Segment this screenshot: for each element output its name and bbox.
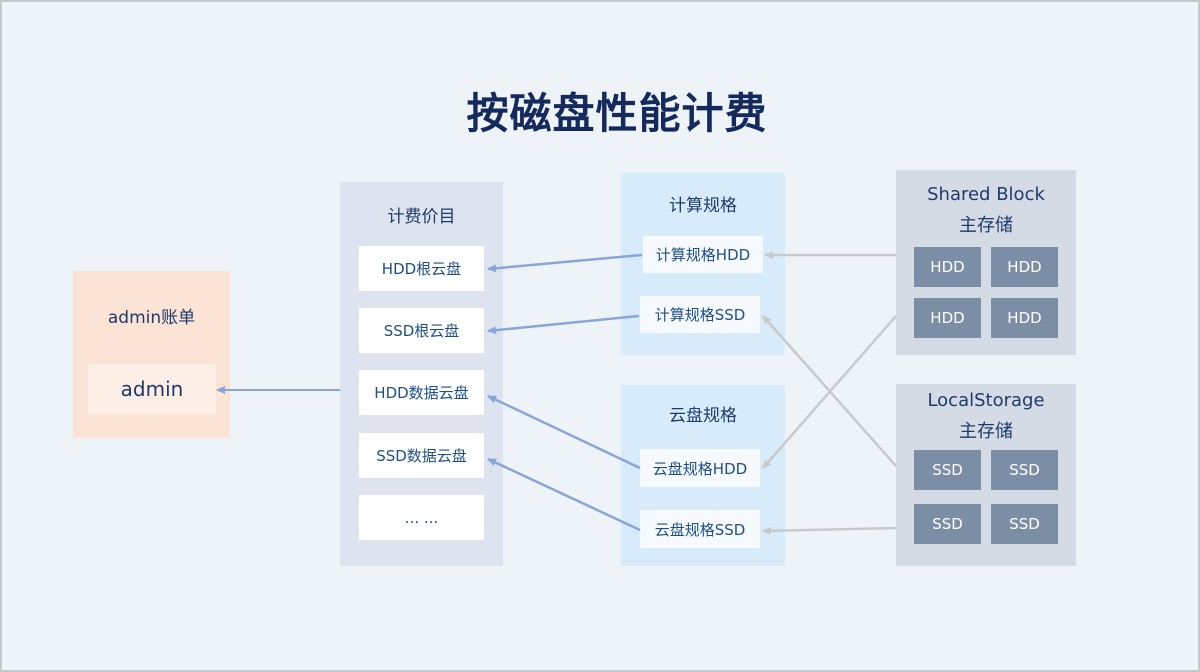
disk-offering-hdd: 云盘规格HDD bbox=[640, 449, 760, 487]
arrow-disk-hdd-to-hdd-data bbox=[487, 394, 641, 470]
page-title: 按磁盘性能计费 bbox=[466, 89, 768, 138]
price-items-panel: 计费价目 HDD根云盘 SSD根云盘 HDD数据云盘 SSD数据云盘 ... .… bbox=[340, 182, 503, 566]
ssd-tile: SSD bbox=[991, 450, 1058, 490]
bill-panel-title: admin账单 bbox=[107, 308, 196, 328]
bill-item-admin: admin bbox=[88, 364, 216, 414]
arrow-local-to-disk-ssd bbox=[762, 526, 897, 535]
price-item-hdd-root: HDD根云盘 bbox=[359, 246, 484, 291]
local-storage-subtitle: 主存储 bbox=[959, 421, 1013, 442]
arrow-compute-hdd-to-hdd-root bbox=[487, 253, 643, 273]
shared-block-title: Shared Block bbox=[927, 184, 1045, 205]
price-item-ssd-data: SSD数据云盘 bbox=[359, 433, 484, 478]
arrow-shared-to-disk-hdd bbox=[762, 315, 897, 469]
ssd-tile: SSD bbox=[914, 450, 981, 490]
hdd-tile: HDD bbox=[914, 247, 981, 287]
shared-block-subtitle: 主存储 bbox=[959, 215, 1013, 236]
ssd-tile: SSD bbox=[914, 504, 981, 544]
price-item-ssd-root: SSD根云盘 bbox=[359, 308, 484, 353]
compute-offering-ssd: 计算规格SSD bbox=[640, 296, 760, 333]
ssd-tile: SSD bbox=[991, 504, 1058, 544]
bill-panel: admin账单 admin bbox=[73, 271, 230, 438]
hdd-tile: HDD bbox=[991, 247, 1058, 287]
disk-offering-ssd: 云盘规格SSD bbox=[640, 510, 760, 548]
arrow-compute-ssd-to-ssd-root bbox=[487, 314, 640, 335]
price-item-more: ... ... bbox=[359, 495, 484, 540]
compute-offering-panel: 计算规格 计算规格HDD 计算规格SSD bbox=[621, 173, 785, 355]
shared-block-panel: Shared Block 主存储 HDD HDD HDD HDD bbox=[896, 170, 1076, 355]
price-item-hdd-data: HDD数据云盘 bbox=[359, 370, 484, 415]
arrow-disk-ssd-to-ssd-data bbox=[487, 457, 641, 532]
compute-offering-title: 计算规格 bbox=[669, 196, 737, 216]
compute-offering-hdd: 计算规格HDD bbox=[643, 236, 763, 273]
disk-offering-title: 云盘规格 bbox=[669, 406, 737, 426]
hdd-tile: HDD bbox=[991, 298, 1058, 338]
price-items-title: 计费价目 bbox=[387, 207, 456, 227]
hdd-tile: HDD bbox=[914, 298, 981, 338]
disk-offering-panel: 云盘规格 云盘规格HDD 云盘规格SSD bbox=[621, 385, 785, 566]
local-storage-title: LocalStorage bbox=[927, 390, 1045, 411]
local-storage-panel: LocalStorage 主存储 SSD SSD SSD SSD bbox=[896, 384, 1076, 566]
